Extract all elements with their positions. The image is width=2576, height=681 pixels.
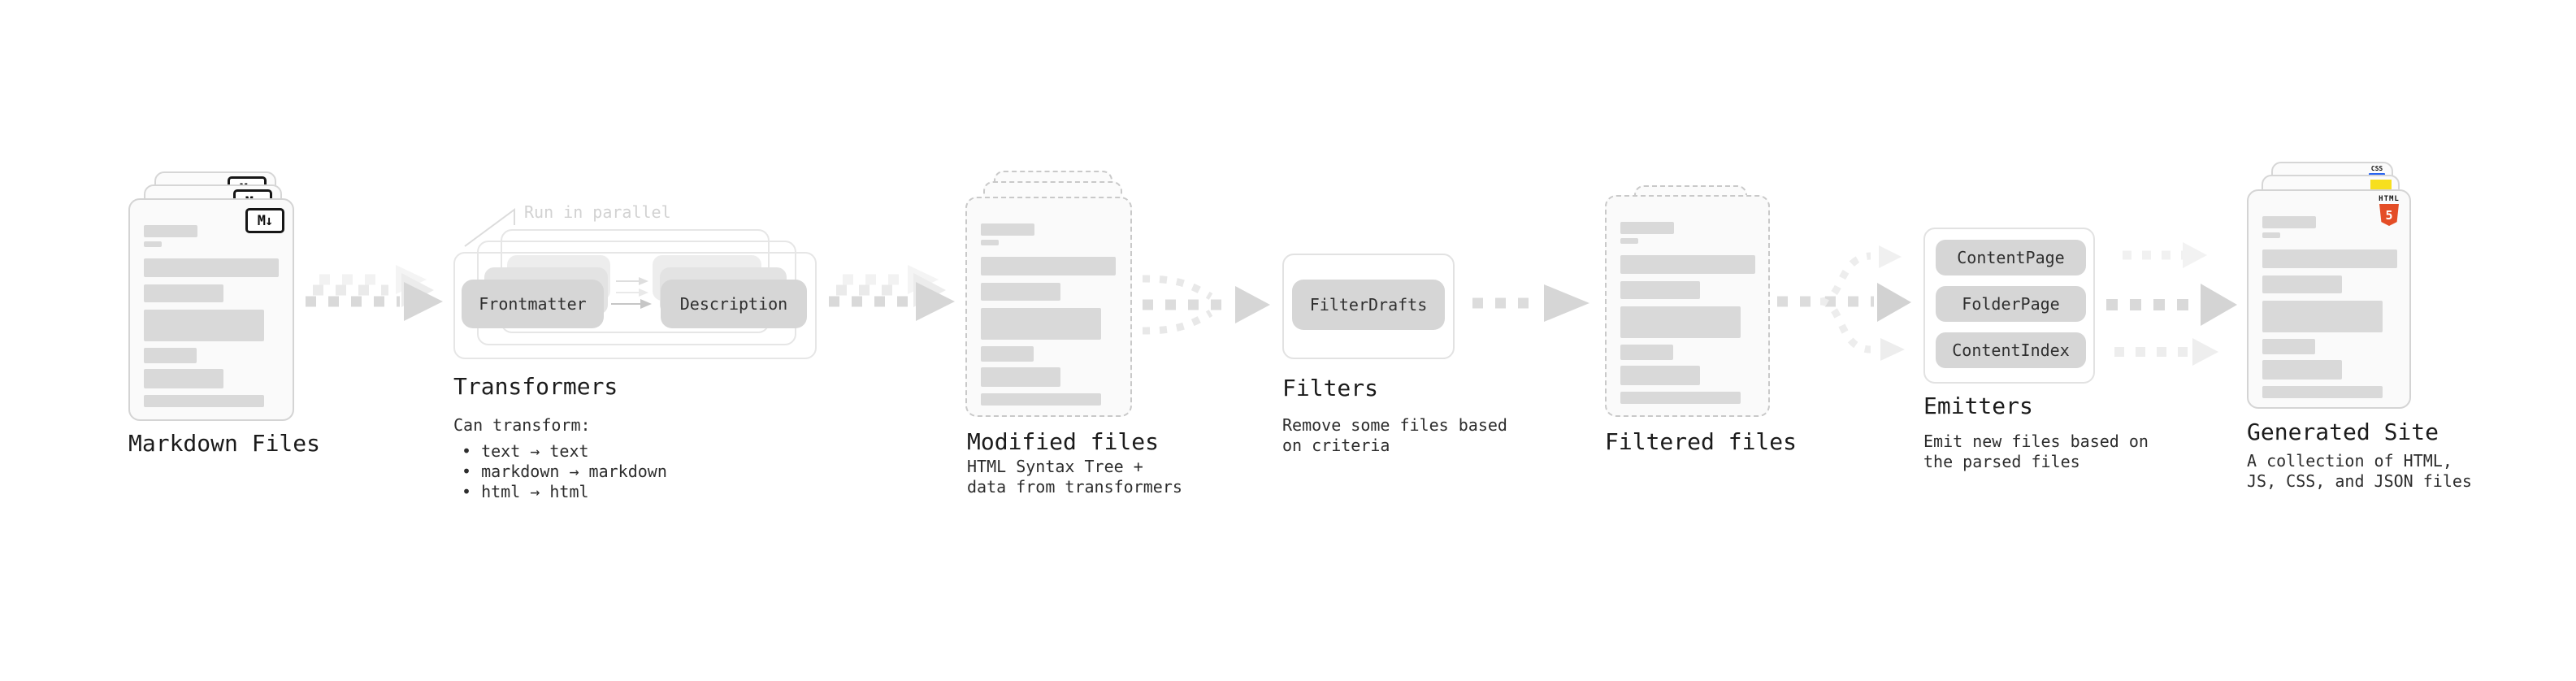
placeholder-bar (981, 240, 999, 245)
document-content-placeholder (981, 223, 1130, 406)
placeholder-bar (981, 223, 1034, 236)
arrow-emitters-to-generated (2106, 242, 2237, 366)
stage-label-transformers: Transformers (453, 373, 618, 400)
markdown-files-stack: M↓ M↓ M↓ (128, 171, 301, 423)
placeholder-bar (144, 348, 197, 363)
modified-files-stack (965, 171, 1138, 423)
transformers-bullet: • markdown → markdown (462, 462, 667, 481)
placeholder-bar (981, 346, 1034, 362)
css-icon-label: CSS (2370, 165, 2383, 172)
modified-file-card (965, 197, 1132, 417)
css-icon-bar (2369, 173, 2385, 176)
placeholder-bar (2262, 360, 2342, 380)
placeholder-bar (2262, 275, 2342, 293)
emitters-panel: ContentPage FolderPage ContentIndex (1923, 228, 2095, 384)
html5-icon-label: HTML (2379, 195, 2400, 203)
emitter-box-contentindex: ContentIndex (1936, 332, 2086, 368)
stage-label-filters: Filters (1282, 375, 1379, 401)
stage-label-modified: Modified files (967, 428, 1160, 455)
placeholder-bar (2262, 386, 2383, 398)
transformer-box-description: Description (661, 280, 807, 328)
transformers-desc-title: Can transform: (453, 415, 591, 435)
stage-label-generated: Generated Site (2247, 419, 2439, 445)
placeholder-bar (1620, 238, 1638, 244)
filters-desc-line: Remove some files based (1282, 415, 1507, 435)
markdown-icon: M↓ (245, 208, 284, 233)
generated-site-stack: CSS HTML 5 (2247, 162, 2419, 412)
arrow-transformers-to-modified (829, 265, 955, 321)
emitter-box-contentpage: ContentPage (1936, 240, 2086, 275)
transformers-bullet: • html → html (462, 482, 589, 501)
document-content-placeholder (144, 225, 293, 407)
filtered-files-stack (1605, 185, 1776, 425)
stage-label-emitters: Emitters (1923, 393, 2033, 419)
placeholder-bar (1620, 255, 1755, 274)
stage-label-filtered: Filtered files (1605, 428, 1798, 455)
arrow-filters-to-filtered (1472, 284, 1589, 322)
placeholder-bar (1620, 366, 1700, 385)
emitters-desc-line: the parsed files (1923, 452, 2080, 471)
filtered-file-card (1605, 195, 1770, 417)
html-file-card: HTML 5 (2247, 189, 2411, 409)
emitters-desc-line: Emit new files based on (1923, 432, 2149, 451)
placeholder-bar (1620, 306, 1741, 338)
js-icon (2370, 180, 2392, 190)
emitter-box-folderpage: FolderPage (1936, 286, 2086, 322)
placeholder-bar (981, 257, 1116, 275)
transformers-bullet: • text → text (462, 441, 589, 461)
html5-icon-shield: 5 (2379, 204, 2399, 226)
placeholder-bar (144, 395, 264, 407)
placeholder-bar (144, 258, 279, 277)
placeholder-bar (144, 310, 264, 341)
placeholder-bar (2262, 249, 2397, 268)
modified-desc-line: data from transformers (967, 477, 1182, 497)
document-content-placeholder (2262, 216, 2409, 398)
placeholder-bar (981, 283, 1060, 301)
document-content-placeholder (1620, 222, 1768, 404)
transformers-container-front (453, 252, 817, 359)
filters-desc-line: on criteria (1282, 436, 1390, 455)
placeholder-bar (1620, 222, 1674, 234)
placeholder-bar (144, 369, 223, 388)
placeholder-bar (144, 225, 197, 237)
placeholder-bar (981, 393, 1101, 406)
placeholder-bar (2262, 339, 2315, 354)
generated-desc-line: A collection of HTML, (2247, 451, 2452, 471)
run-in-parallel-leader-line (464, 208, 515, 247)
html5-icon: HTML 5 (2376, 195, 2402, 226)
placeholder-bar (144, 284, 223, 302)
placeholder-bar (2262, 301, 2383, 332)
placeholder-bar (1620, 345, 1673, 360)
arrow-frontmatter-to-description (611, 277, 652, 309)
placeholder-bar (144, 241, 162, 247)
placeholder-bar (2262, 232, 2280, 238)
modified-desc-line: HTML Syntax Tree + (967, 457, 1143, 476)
run-in-parallel-annotation: Run in parallel (524, 202, 671, 222)
arrow-markdown-to-transformers (306, 265, 443, 321)
generated-desc-line: JS, CSS, and JSON files (2247, 471, 2472, 491)
filter-box-filterdrafts: FilterDrafts (1292, 280, 1445, 330)
placeholder-bar (981, 308, 1101, 340)
arrow-modified-to-filters (1142, 275, 1270, 335)
transformer-box-frontmatter: Frontmatter (462, 280, 604, 328)
placeholder-bar (2262, 216, 2316, 228)
markdown-file-card: M↓ (128, 198, 294, 421)
css-icon: CSS (2369, 165, 2385, 176)
arrow-filtered-to-emitters (1777, 245, 1911, 361)
stage-label-markdown: Markdown Files (128, 430, 321, 457)
placeholder-bar (1620, 392, 1741, 404)
placeholder-bar (1620, 281, 1700, 299)
placeholder-bar (981, 367, 1060, 387)
